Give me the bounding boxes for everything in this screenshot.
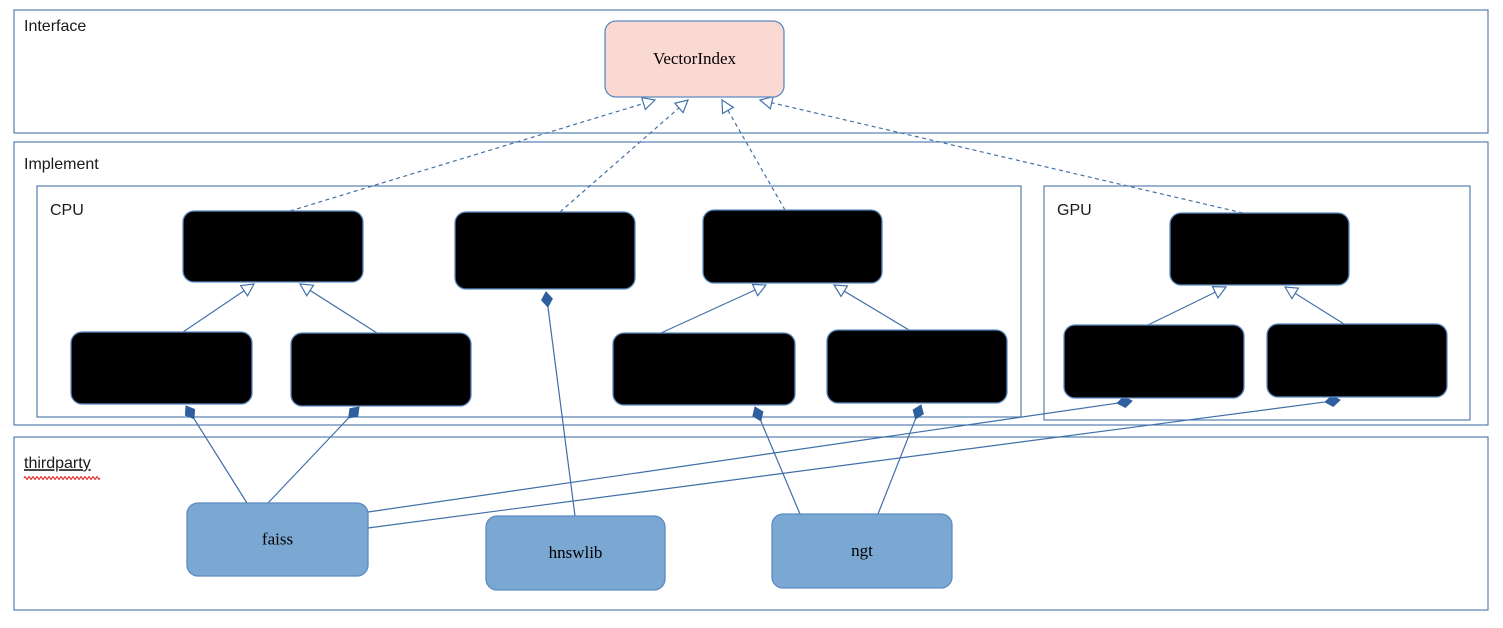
- edge-line-composition: [193, 418, 248, 504]
- edges-layer: [182, 95, 1345, 529]
- edge-ngt-to-IndexNGTANNG: [877, 404, 924, 515]
- edge-faiss-to-IVFPQ: [267, 406, 360, 504]
- edge-GPUIVFPQ-to-GPUIVF: [1283, 286, 1345, 325]
- node-box-IVFPQ[interactable]: [290, 332, 472, 407]
- node-box-IndexHNSW[interactable]: [454, 211, 636, 290]
- edge-line-generalization: [182, 290, 245, 333]
- node-label-VectorIndex: VectorIndex: [653, 49, 737, 68]
- node-label-ngt: ngt: [851, 541, 873, 560]
- edge-line-generalization: [1294, 292, 1345, 325]
- node-box-IndexNGTONNG[interactable]: [612, 332, 796, 406]
- node-IVFPQ[interactable]: IVFPQ: [290, 332, 472, 407]
- node-label-IVF: IVF: [259, 236, 286, 255]
- node-box-hnswlib[interactable]: [485, 515, 666, 591]
- node-IVFSQ[interactable]: IVFSQ: [70, 331, 253, 405]
- edge-line-composition: [367, 402, 1118, 513]
- node-box-IndexNGT[interactable]: [702, 209, 883, 284]
- edge-line-generalization: [843, 290, 910, 331]
- arrowhead-filled-diamond-11: [348, 406, 360, 419]
- group-label-implement: Implement: [24, 156, 99, 173]
- edge-line-generalization: [1147, 291, 1216, 326]
- arrowhead-hollow-triangle-8: [1211, 286, 1228, 299]
- node-label-IndexHNSW: IndexHNSW: [501, 240, 591, 259]
- edge-GPUIVF-to-VectorIndex: [758, 95, 1244, 214]
- edge-line-composition: [877, 418, 917, 515]
- edge-line-generalization: [660, 289, 756, 334]
- edge-GPUIVFSQ-to-GPUIVF: [1147, 286, 1228, 326]
- group-label-gpu: GPU: [1057, 202, 1092, 219]
- node-hnswlib[interactable]: hnswlib: [485, 515, 666, 591]
- node-label-IndexNGTONNG: IndexNGTONNG: [643, 359, 765, 378]
- group-label-interface: Interface: [24, 18, 86, 35]
- edge-hnswlib-to-IndexHNSW: [540, 291, 576, 517]
- node-IndexHNSW[interactable]: IndexHNSW: [454, 211, 636, 290]
- node-label-faiss: faiss: [262, 529, 293, 548]
- edge-line-composition: [760, 420, 801, 515]
- arrowhead-hollow-triangle-0: [640, 96, 657, 111]
- edge-line-composition: [367, 401, 1326, 529]
- edge-ngt-to-IndexNGTONNG: [752, 406, 801, 515]
- node-box-IVF[interactable]: [182, 210, 364, 283]
- node-label-IVFPQ: IVFPQ: [356, 359, 405, 378]
- arrowhead-hollow-triangle-3: [758, 95, 774, 110]
- node-label-IndexNGT: IndexNGT: [756, 236, 830, 255]
- node-box-ngt[interactable]: [771, 513, 953, 589]
- node-IndexNGTONNG[interactable]: IndexNGTONNG: [612, 332, 796, 406]
- node-label-GPUIVFSQ: GPUIVFSQ: [1112, 351, 1195, 370]
- node-label-IndexNGTANNG: IndexNGTANNG: [856, 356, 977, 375]
- node-faiss[interactable]: faiss: [186, 502, 369, 577]
- node-label-IVFSQ: IVFSQ: [137, 358, 186, 377]
- edge-line-generalization: [309, 289, 378, 334]
- edge-IndexHNSW-to-VectorIndex: [559, 99, 689, 213]
- node-VectorIndex[interactable]: VectorIndex: [604, 20, 785, 98]
- node-box-GPUIVFPQ[interactable]: [1266, 323, 1448, 398]
- group-label-cpu: CPU: [50, 202, 84, 219]
- arrowhead-hollow-triangle-1: [673, 99, 689, 114]
- edge-IVFSQ-to-IVF: [182, 283, 256, 333]
- edge-line-composition: [547, 306, 576, 517]
- node-GPUIVFPQ[interactable]: GPUIVFPQ: [1266, 323, 1448, 398]
- edge-IVFPQ-to-IVF: [298, 283, 378, 334]
- edge-IndexNGTANNG-to-IndexNGT: [832, 284, 910, 331]
- edge-faiss-to-IVFSQ: [184, 405, 248, 504]
- node-box-faiss[interactable]: [186, 502, 369, 577]
- node-box-VectorIndex[interactable]: [604, 20, 785, 98]
- spellcheck-underline-thirdparty: [23, 476, 101, 480]
- edge-line-composition: [267, 417, 350, 504]
- node-IVF[interactable]: IVF: [182, 210, 364, 283]
- node-ngt[interactable]: ngt: [771, 513, 953, 589]
- node-GPUIVFSQ[interactable]: GPUIVFSQ: [1063, 324, 1245, 399]
- edge-line-realization: [771, 102, 1244, 214]
- node-box-IndexNGTANNG[interactable]: [826, 329, 1008, 404]
- node-box-IVFSQ[interactable]: [70, 331, 253, 405]
- edge-IVF-to-VectorIndex: [289, 96, 657, 212]
- node-box-GPUIVFSQ[interactable]: [1063, 324, 1245, 399]
- edge-line-realization: [289, 102, 644, 212]
- node-label-GPUIVF: GPUIVF: [1229, 239, 1290, 258]
- node-GPUIVF[interactable]: GPUIVF: [1169, 212, 1350, 286]
- node-box-GPUIVF[interactable]: [1169, 212, 1350, 286]
- node-label-GPUIVFPQ: GPUIVFPQ: [1315, 350, 1398, 369]
- edge-IndexNGT-to-VectorIndex: [721, 98, 786, 211]
- node-IndexNGT[interactable]: IndexNGT: [702, 209, 883, 284]
- group-label-thirdparty: thirdparty: [24, 455, 91, 472]
- edge-IndexNGTONNG-to-IndexNGT: [660, 283, 768, 334]
- node-IndexNGTANNG[interactable]: IndexNGTANNG: [826, 329, 1008, 404]
- node-label-hnswlib: hnswlib: [549, 543, 603, 562]
